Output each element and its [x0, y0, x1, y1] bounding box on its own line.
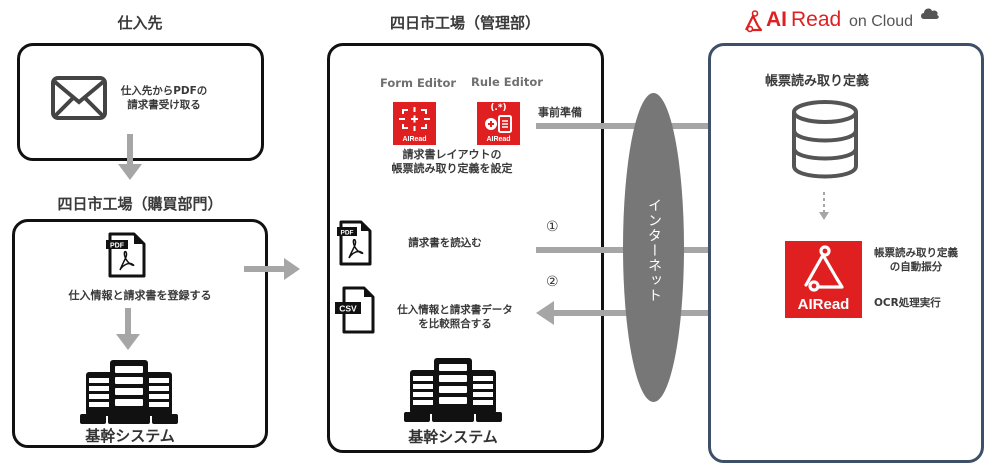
brand-suffix: on Cloud [849, 13, 914, 30]
auto-sort-line2: の自動振分 [889, 261, 943, 273]
rule-editor-tile[interactable]: (.*) AIRead [477, 102, 520, 145]
supplier-step-label-line1: 仕入先からPDFの [120, 85, 208, 97]
supplier-step-label-line2: 請求書受け取る [127, 99, 201, 111]
down-arrow-icon [118, 134, 142, 180]
brand-read: Read [791, 8, 842, 31]
database-icon [792, 100, 858, 179]
search-document-icon [485, 115, 512, 133]
server-rack-icon [80, 360, 178, 424]
brand-ai: AI [766, 8, 787, 31]
compare-label: 仕入情報と請求書データ を比較照合する [390, 303, 520, 331]
register-label: 仕入情報と請求書を登録する [68, 289, 212, 302]
management-system-label: 基幹システム [408, 428, 498, 446]
internet-ellipse [623, 93, 684, 402]
airead-logo-icon [804, 245, 844, 292]
purchasing-system-label: 基幹システム [85, 427, 175, 445]
pdf-file-icon: PDF [337, 220, 372, 266]
prep-label: 事前準備 [538, 106, 582, 119]
definition-title: 帳票読み取り定義 [765, 74, 870, 89]
supplier-box [17, 43, 264, 161]
crop-frame-icon [399, 107, 430, 131]
form-editor-label: Form Editor [380, 76, 457, 90]
pdf-file-icon: PDF [106, 232, 146, 278]
cloud-icon [921, 8, 939, 19]
rule-editor-brand: AIRead [486, 136, 511, 143]
supplier-step-label: 仕入先からPDFの 請求書受け取る [114, 84, 214, 112]
right-arrow-icon [244, 258, 300, 280]
supplier-title: 仕入先 [117, 14, 163, 32]
compare-label-line2: を比較照合する [418, 318, 492, 330]
form-editor-brand: AIRead [402, 136, 427, 143]
auto-sort-label: 帳票読み取り定義 の自動振分 [866, 246, 966, 274]
csv-file-icon: CSV [335, 286, 375, 334]
setup-label: 請求書レイアウトの 帳票読み取り定義を設定 [372, 148, 532, 176]
auto-sort-line1: 帳票読み取り定義 [874, 247, 958, 259]
regex-glyph: (.*) [490, 103, 507, 113]
svg-text:CSV: CSV [339, 304, 357, 314]
management-title: 四日市工場（管理部） [389, 14, 540, 32]
setup-label-line2: 帳票読み取り定義を設定 [391, 162, 513, 175]
envelope-icon [51, 76, 107, 120]
airead-logo-icon [745, 10, 763, 33]
internet-label: インターネット [646, 198, 662, 303]
airead-engine-brand: AIRead [797, 296, 850, 313]
svg-text:PDF: PDF [341, 230, 354, 237]
server-rack-icon [404, 358, 502, 422]
down-arrow-icon [116, 308, 140, 350]
step1-label: ① [546, 219, 559, 235]
purchasing-title: 四日市工場（購買部門） [57, 195, 223, 213]
airead-engine-tile: AIRead [785, 241, 862, 318]
rule-editor-label: Rule Editor [471, 75, 543, 89]
compare-label-line1: 仕入情報と請求書データ [397, 304, 513, 316]
step2-label: ② [546, 274, 559, 290]
setup-label-line1: 請求書レイアウトの [402, 148, 502, 161]
ocr-label: OCR処理実行 [874, 297, 941, 309]
read-invoice-label: 請求書を読込む [408, 237, 482, 249]
form-editor-tile[interactable]: AIRead [393, 102, 436, 145]
dotted-down-arrow-icon [819, 192, 829, 220]
svg-text:PDF: PDF [110, 243, 125, 250]
